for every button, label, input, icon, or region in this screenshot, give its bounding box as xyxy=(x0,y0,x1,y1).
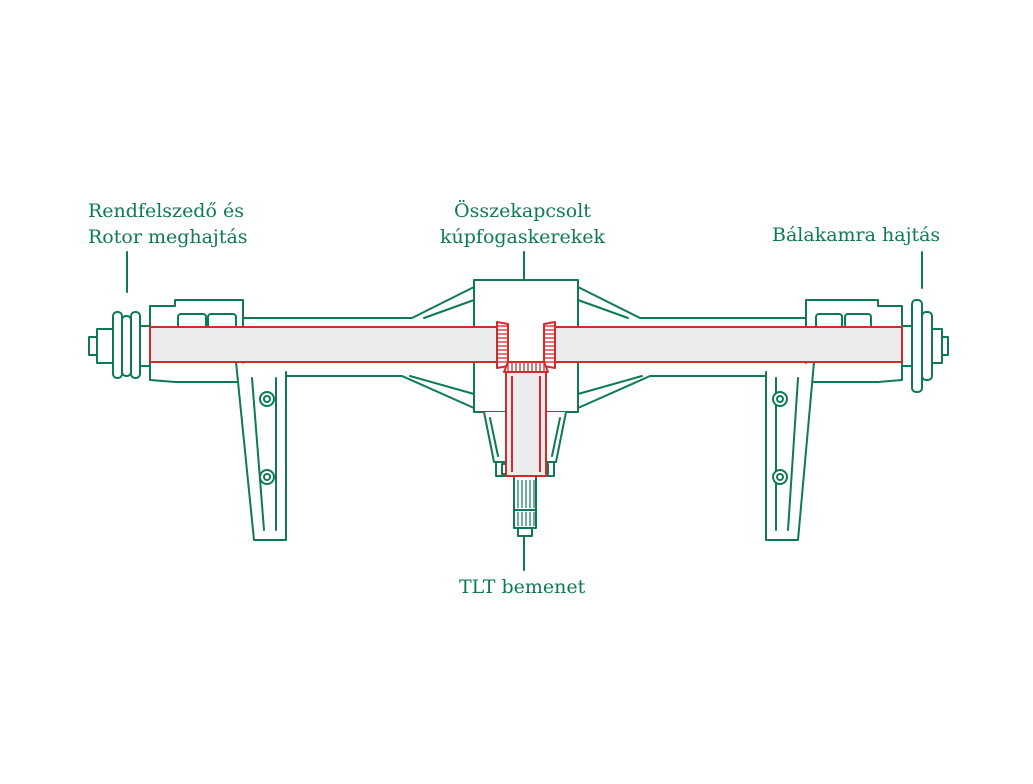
right-cap-block-1 xyxy=(815,313,843,329)
housing-rail-inner-right xyxy=(577,299,629,319)
housing-bottom-inner-left xyxy=(409,375,475,395)
main-shaft-right xyxy=(552,326,903,363)
label-bottom-line1: TLT bemenet xyxy=(459,576,586,598)
label-left-line2: Rotor meghajtás xyxy=(88,226,248,248)
left-mounting-arm xyxy=(235,361,287,541)
label-right-line1: Bálakamra hajtás xyxy=(772,224,941,246)
label-left-line1: Rendfelszedő és xyxy=(88,200,244,222)
right-arm-hole-lower-inner xyxy=(776,473,784,481)
left-cap-block-1 xyxy=(177,313,207,329)
housing-rail-inner-left xyxy=(423,299,475,319)
left-cap-block-2 xyxy=(207,313,237,329)
label-center-line2: kúpfogaskerekek xyxy=(440,226,605,248)
left-arm-hole-lower-inner xyxy=(263,473,271,481)
right-sprocket-ring xyxy=(921,311,933,381)
right-hub xyxy=(901,325,913,367)
right-cap-block-2 xyxy=(844,313,872,329)
left-nut-1 xyxy=(112,311,123,379)
label-coupled-bevel-gears: Összekapcsolt kúpfogaskerekek xyxy=(440,198,605,250)
label-bale-chamber-drive: Bálakamra hajtás xyxy=(772,222,940,248)
left-nut-2 xyxy=(121,315,132,377)
label-center-line1: Összekapcsolt xyxy=(454,200,591,222)
bevel-gear-pto xyxy=(503,361,549,373)
housing-top-rail-right xyxy=(577,286,807,319)
label-pickup-rotor-drive: Rendfelszedő és Rotor meghajtás xyxy=(88,198,248,250)
left-nut-3 xyxy=(130,311,141,379)
pto-spline-end xyxy=(513,509,537,529)
bevel-gear-left xyxy=(496,321,509,369)
bevel-gear-right xyxy=(543,321,556,369)
label-pto-input: TLT bemenet xyxy=(459,574,585,600)
left-shaft-tip xyxy=(88,336,98,356)
left-hub xyxy=(139,325,151,367)
right-sprocket xyxy=(911,299,923,393)
left-arm-hole-upper-inner xyxy=(263,395,271,403)
right-shaft-stub xyxy=(931,328,943,364)
left-arm-inner xyxy=(251,377,277,531)
housing-bottom-inner-right xyxy=(577,375,643,395)
housing-top-rail-left xyxy=(242,286,475,319)
left-shaft-stub xyxy=(96,328,114,364)
center-housing-lower-inner xyxy=(489,417,561,457)
pto-shaft-neck xyxy=(513,475,537,511)
right-arm-hole-upper-inner xyxy=(776,395,784,403)
main-shaft-left xyxy=(149,326,498,363)
right-shaft-tip xyxy=(941,336,949,356)
pto-shaft-tip xyxy=(517,527,533,537)
